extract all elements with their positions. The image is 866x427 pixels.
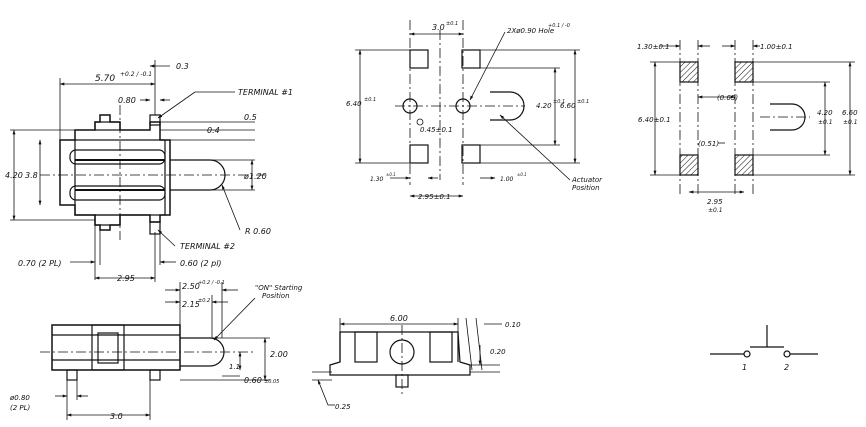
pcb-dim-6-40: 6.40 [346, 100, 362, 108]
side-leg-left [66, 369, 78, 381]
top-view: 5.70 +0.2 / -0.1 0.3 0.80 TERMINAL #1 0.… [5, 60, 293, 283]
end-dim-0-20: 0.20 [490, 348, 506, 356]
pad-dim-1-00: 1.00±0.1 [760, 43, 793, 51]
switch-body-top [59, 114, 171, 231]
pcb-dim-1-30: 1.30 [370, 176, 384, 183]
pad-tr [461, 49, 481, 69]
contact-1 [743, 350, 751, 358]
pad-hatched-tr [734, 61, 754, 83]
pad-bl [409, 144, 429, 164]
side-tol-2-50: +0.2 / -0.1 [198, 280, 225, 286]
side-view: 2.50 +0.2 / -0.1 2.15 ±0.2 "ON" Starting… [9, 280, 303, 421]
schematic-pin-2: 2 [784, 363, 789, 372]
end-view: 6.00 0.10 0.20 0.25 [312, 314, 521, 411]
side-dim-2-50: 2.50 [182, 282, 200, 291]
dim-phi-1-20: ø1.20 [243, 172, 267, 181]
pad-dim-0-65: (0.65) [717, 94, 738, 102]
side-on-line1: "ON" Starting [255, 284, 303, 292]
pcb-hole-note: 2Xø0.90 Hole [507, 27, 554, 35]
pad-dim-6-40: 6.40±0.1 [638, 116, 671, 124]
pcb-tol-6-60: ±0.1 [577, 99, 589, 105]
end-dim-0-10: 0.10 [505, 321, 521, 329]
pcb-dim-0-45: 0.45±0.1 [420, 126, 453, 134]
dim-3-8: 3.8 [25, 171, 38, 180]
schematic: 1 2 [710, 325, 818, 372]
pcb-tol-6-40: ±0.1 [364, 97, 376, 103]
terminal-1-label: TERMINAL #1 [238, 88, 293, 97]
dim-0-70: 0.70 (2 PL) [18, 259, 62, 268]
pcb-tol-4-20: ±0.1 [553, 99, 565, 105]
side-leg-right [149, 369, 161, 381]
dim-0-80: 0.80 [118, 96, 136, 105]
contact-2 [783, 350, 791, 358]
end-slot-right [429, 331, 453, 363]
dim-5-70: 5.70 [95, 74, 115, 84]
pcb-hole-tol: +0.1 / -0 [548, 23, 570, 29]
tol-5-70: +0.2 / -0.1 [120, 71, 152, 78]
pad-dim-0-51: (0.51) [698, 140, 719, 148]
pad-dim-6-60: 6.60 [842, 109, 858, 117]
pad-hatched-bl [679, 154, 699, 176]
pcb-dim-1-00: 1.00 [500, 176, 514, 183]
pad-br [461, 144, 481, 164]
end-view-frame [329, 331, 471, 376]
side-window [91, 324, 125, 371]
schematic-pin-1: 1 [742, 363, 747, 372]
pcb-dim-3-0: 3.0 [432, 23, 445, 32]
side-dim-phi-0-80: ø0.80 [9, 394, 30, 402]
pcb-tol-1-30: ±0.1 [386, 172, 396, 177]
dim-0-4: 0.4 [207, 126, 220, 135]
pad-tol-2-95: ±0.1 [708, 207, 723, 214]
pcb-actuator-line1: Actuator [571, 176, 603, 184]
pad-dim-1-30: 1.30±0.1 [637, 43, 670, 51]
pad-tl [409, 49, 429, 69]
pcb-dim-4-20: 4.20 [536, 102, 552, 110]
pcb-tol-3-0: ±0.1 [446, 21, 458, 27]
pad-layout: 1.30±0.1 1.00±0.1 (0.65) 6.40±0.1 4.20 ±… [637, 40, 858, 214]
pad-tol-6-60: ±0.1 [843, 119, 858, 126]
radius-label: R 0.60 [245, 227, 271, 236]
pad-hatched-tl [679, 61, 699, 83]
dim-0-60: 0.60 (2 pl) [180, 259, 222, 268]
side-tol-2-15: ±0.2 [198, 298, 210, 304]
pcb-dim-2-95: 2.95±0.1 [418, 193, 451, 201]
dim-0-5: 0.5 [244, 113, 257, 122]
center-mark [416, 118, 424, 126]
pad-actuator-outline [770, 103, 806, 131]
slot-upper [69, 149, 166, 165]
pad-dim-4-20: 4.20 [817, 109, 833, 117]
pcb-actuator-line2: Position [572, 184, 600, 192]
dim-0-3: 0.3 [176, 62, 189, 71]
end-dim-6-00: 6.00 [390, 314, 408, 323]
dim-4-20: 4.20 [5, 171, 23, 180]
side-dim-1-1: 1.1 [229, 363, 240, 371]
terminal-2-label: TERMINAL #2 [180, 242, 235, 251]
side-tol-0-60: ±0.05 [264, 379, 279, 385]
pad-hatched-br [734, 154, 754, 176]
pad-tol-4-20: ±0.1 [818, 119, 833, 126]
side-dim-3-0: 3.0 [110, 412, 123, 421]
side-dim-0-60: 0.60 [244, 376, 262, 385]
slot-lower [69, 185, 166, 201]
side-inner [97, 332, 119, 364]
end-dim-0-25: 0.25 [335, 403, 351, 411]
pad-dim-2-95: 2.95 [707, 198, 723, 206]
pcb-dim-6-60: 6.60 [560, 102, 576, 110]
pcb-layout: 3.0 ±0.1 2Xø0.90 Hole +0.1 / -0 6.40 ±0.… [346, 20, 603, 201]
side-dim-2-pl: (2 PL) [10, 404, 31, 412]
end-slot-left [354, 331, 378, 363]
side-dim-2-15: 2.15 [182, 300, 200, 309]
side-dim-2-00: 2.00 [270, 350, 288, 359]
side-on-line2: Position [262, 292, 290, 300]
dim-2-95: 2.95 [117, 274, 135, 283]
pcb-tol-1-00: ±0.1 [517, 172, 527, 177]
